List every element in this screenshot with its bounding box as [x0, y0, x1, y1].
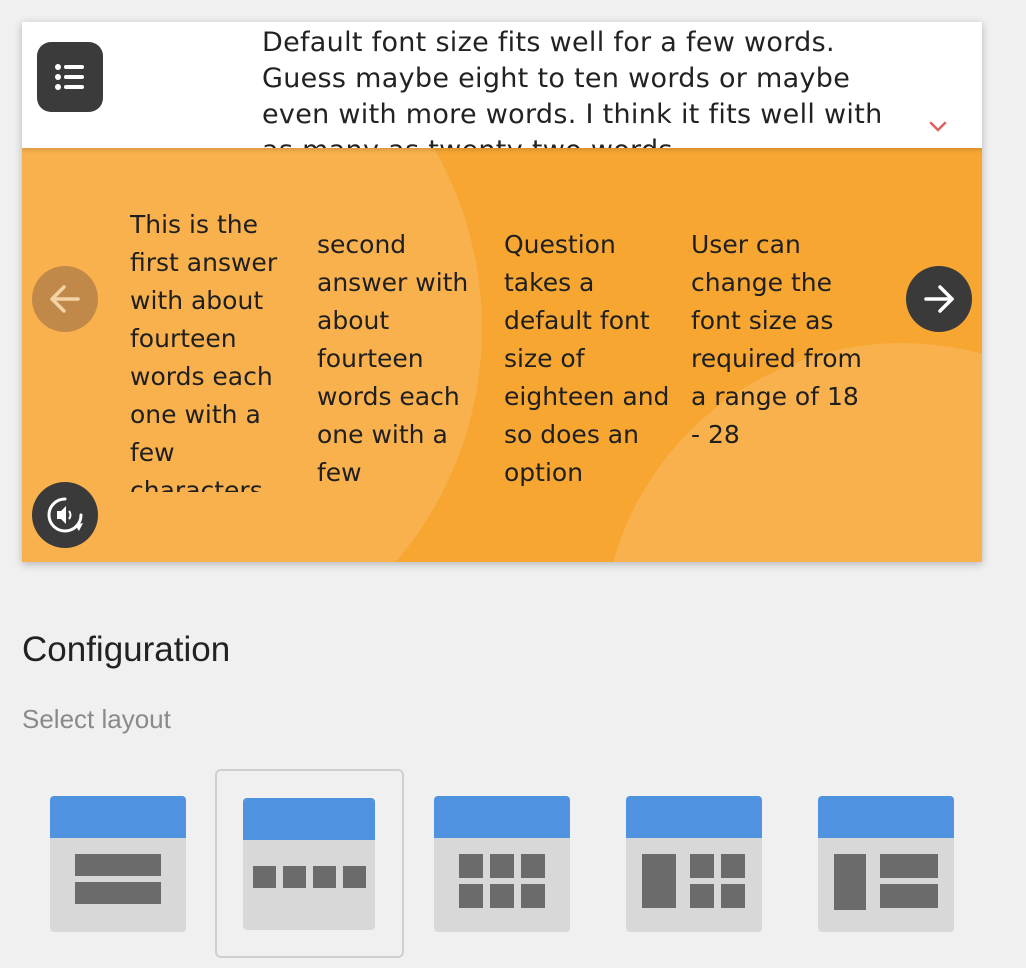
layout-option-2-rows[interactable] [50, 796, 186, 932]
answer-option-1[interactable]: This is the first answer with about four… [130, 210, 278, 492]
layout-block [490, 884, 514, 908]
layout-block [283, 866, 306, 888]
arrow-left-icon [50, 285, 80, 313]
layout-block [253, 866, 276, 888]
speaker-replay-icon [47, 497, 83, 533]
previous-button[interactable] [32, 266, 98, 332]
layout-block [880, 854, 938, 878]
layout-block [721, 854, 745, 878]
select-layout-label: Select layout [22, 704, 171, 734]
question-card: Default font size fits well for a few wo… [22, 22, 982, 562]
layout-option-1-plus-4-grid[interactable] [626, 796, 762, 932]
layout-option-1-plus-2-rows[interactable] [818, 796, 954, 932]
layout-option-4-columns[interactable] [243, 798, 375, 930]
answers-area: This is the first answer with about four… [22, 148, 982, 562]
audio-replay-button[interactable] [32, 482, 98, 548]
answer-option-4[interactable]: User can change the font size as require… [691, 230, 862, 449]
layout-block [690, 854, 714, 878]
layout-header-bar [818, 796, 954, 838]
configuration-title: Configuration [22, 630, 231, 669]
layout-block [75, 882, 161, 904]
layout-block [521, 854, 545, 878]
arrow-right-icon [924, 285, 954, 313]
layout-header-bar [434, 796, 570, 838]
layout-block [834, 854, 866, 910]
layout-block [690, 884, 714, 908]
layout-block [343, 866, 366, 888]
list-icon [55, 64, 84, 90]
menu-button[interactable] [37, 42, 103, 112]
answer-option-2[interactable]: second answer with about fourteen words … [317, 230, 469, 487]
next-button[interactable] [906, 266, 972, 332]
layout-block [642, 854, 676, 908]
layout-header-bar [243, 798, 375, 840]
layout-block [75, 854, 161, 876]
layout-block [521, 884, 545, 908]
layout-block [490, 854, 514, 878]
background-blob [22, 148, 482, 562]
question-text: Default font size fits well for a few wo… [262, 27, 883, 148]
layout-option-2x3-grid[interactable] [434, 796, 570, 932]
answer-option-3[interactable]: Question takes a default font size of ei… [504, 230, 670, 487]
layout-block [459, 854, 483, 878]
layout-block [313, 866, 336, 888]
layout-block [459, 884, 483, 908]
layout-block [880, 884, 938, 908]
layout-header-bar [50, 796, 186, 838]
layout-header-bar [626, 796, 762, 838]
chevron-down-icon[interactable] [928, 120, 948, 134]
layout-block [721, 884, 745, 908]
question-bar: Default font size fits well for a few wo… [22, 22, 982, 148]
